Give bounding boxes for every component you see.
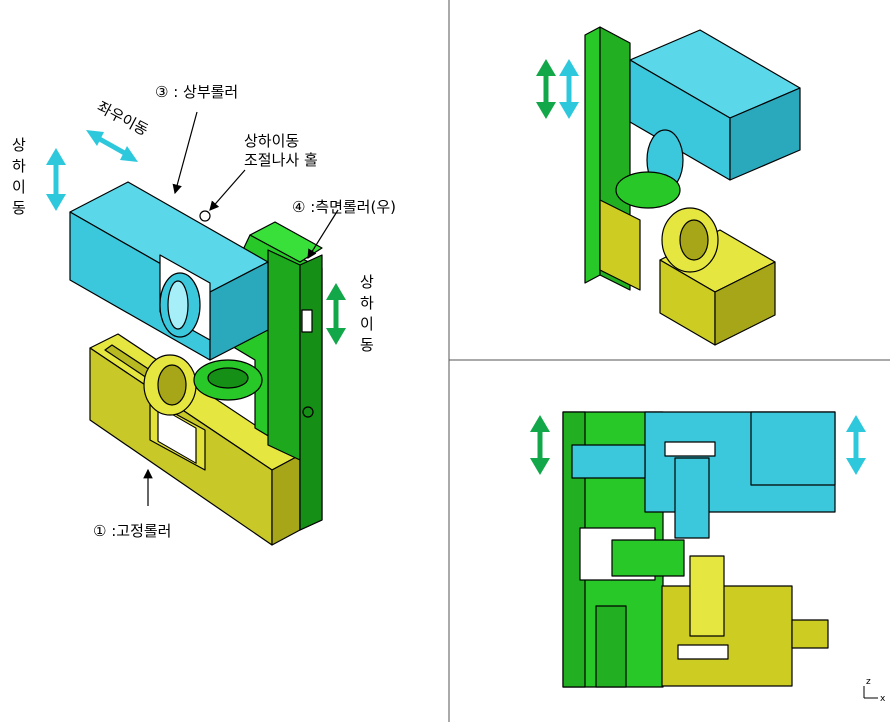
svg-text:하: 하 <box>360 294 374 312</box>
fixed-roller-label: ① :고정롤러 <box>93 522 171 540</box>
right-updown-label: 상 하 이 동 <box>360 273 374 354</box>
svg-text:이: 이 <box>12 178 26 196</box>
svg-text:상: 상 <box>12 136 26 154</box>
front-view-green-arrow <box>530 415 550 475</box>
upper-roller-block <box>69 181 269 361</box>
isometric-view-back <box>584 26 801 346</box>
lr-move-arrow <box>86 130 138 162</box>
right-updown-arrow <box>326 283 346 345</box>
side-roller-label: ④ :측면롤러(우) <box>292 198 396 216</box>
adjust-screw-label-line2: 조절나사 홀 <box>244 151 318 169</box>
svg-text:이: 이 <box>360 315 374 333</box>
adjust-screw-label-line1: 상하이동 <box>244 132 299 150</box>
svg-text:상: 상 <box>360 273 374 291</box>
axis-indicator: z x <box>863 677 886 704</box>
upper-roller-callout <box>172 111 198 195</box>
isometric-view-main <box>69 181 323 546</box>
upper-roller-label: ③ : 상부롤러 <box>155 83 238 101</box>
adjust-screw-callout <box>209 169 246 211</box>
svg-text:하: 하 <box>12 157 26 175</box>
fixed-roller-block <box>89 333 301 546</box>
axis-x-label: x <box>880 694 886 704</box>
back-view-cyan-arrow <box>559 59 579 119</box>
side-roller-callout <box>307 209 339 260</box>
axis-z-label: z <box>866 677 871 687</box>
front-view <box>562 411 836 688</box>
back-view-green-arrow <box>536 59 556 119</box>
front-view-cyan-arrow <box>846 415 866 475</box>
svg-text:동: 동 <box>360 336 374 354</box>
left-updown-arrow <box>46 148 66 211</box>
svg-text:동: 동 <box>12 199 26 217</box>
left-updown-label: 상 하 이 동 <box>12 136 26 217</box>
